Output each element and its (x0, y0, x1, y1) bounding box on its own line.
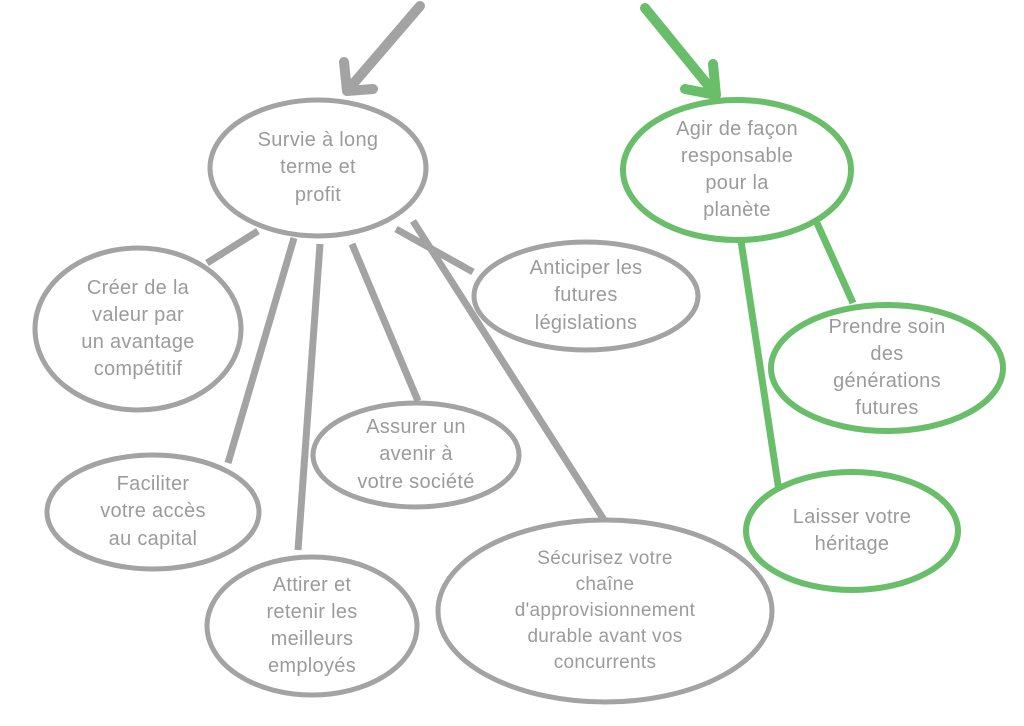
node-ellipse-prendre (768, 302, 1006, 434)
node-ellipse-survie (207, 97, 429, 239)
edge-survie-creer (205, 228, 260, 266)
node-ellipse-laisser (743, 469, 961, 593)
node-ellipse-anticiper (471, 239, 701, 353)
node-ellipse-creer (32, 245, 244, 413)
node-ellipse-attirer (204, 554, 420, 698)
edge-survie-securisez (410, 219, 609, 525)
edge-agir-laisser (737, 240, 783, 492)
green-branch-arrow-icon (640, 3, 721, 100)
edge-survie-faciliter (224, 237, 298, 464)
gray-branch-arrow-icon (339, 1, 425, 96)
edge-survie-assurer (348, 242, 422, 403)
edge-survie-attirer (294, 243, 324, 551)
node-ellipse-assurer (310, 400, 522, 510)
edge-agir-prendre (813, 221, 857, 305)
node-ellipse-faciliter (44, 452, 262, 572)
node-ellipse-agir (620, 97, 854, 243)
node-ellipse-securisez (435, 517, 775, 705)
